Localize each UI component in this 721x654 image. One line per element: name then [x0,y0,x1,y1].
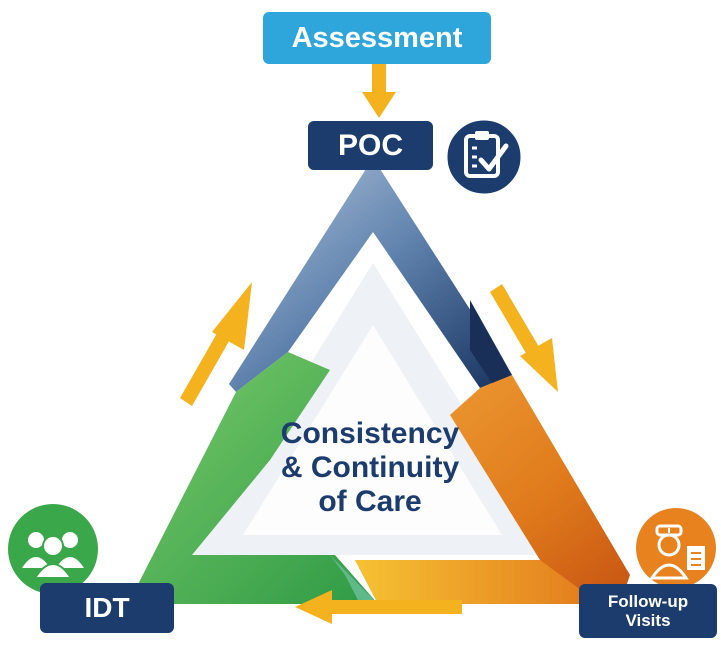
idt-band [128,352,378,604]
center-line1: Consistency [280,417,460,450]
arrow-assessment-to-poc [362,64,396,118]
arrow-poc-to-followup [490,284,558,392]
arrow-idt-to-poc [180,282,252,406]
followup-band-bottom [355,560,600,604]
poc-label: POC [308,121,433,170]
inner-triangle-white [243,325,502,535]
arrow-followup-to-idt [295,590,462,624]
center-title: Consistency & Continuity of Care [255,412,485,524]
center-line2: & Continuity [280,451,460,484]
assessment-label: Assessment [263,12,491,64]
followup-line1: Follow-up [607,592,689,611]
clipboard-check-icon [444,117,524,197]
followup-visits-label: Follow-up Visits [579,584,717,638]
idt-label: IDT [40,583,174,633]
followup-line2: Visits [625,611,671,630]
center-line3: of Care [318,485,422,518]
followup-band [355,375,630,604]
idt-band-tip [330,555,378,604]
doctor-report-icon [636,508,716,588]
poc-band [229,158,512,392]
team-group-icon [8,504,98,594]
poc-band-dark-edge [470,300,512,392]
